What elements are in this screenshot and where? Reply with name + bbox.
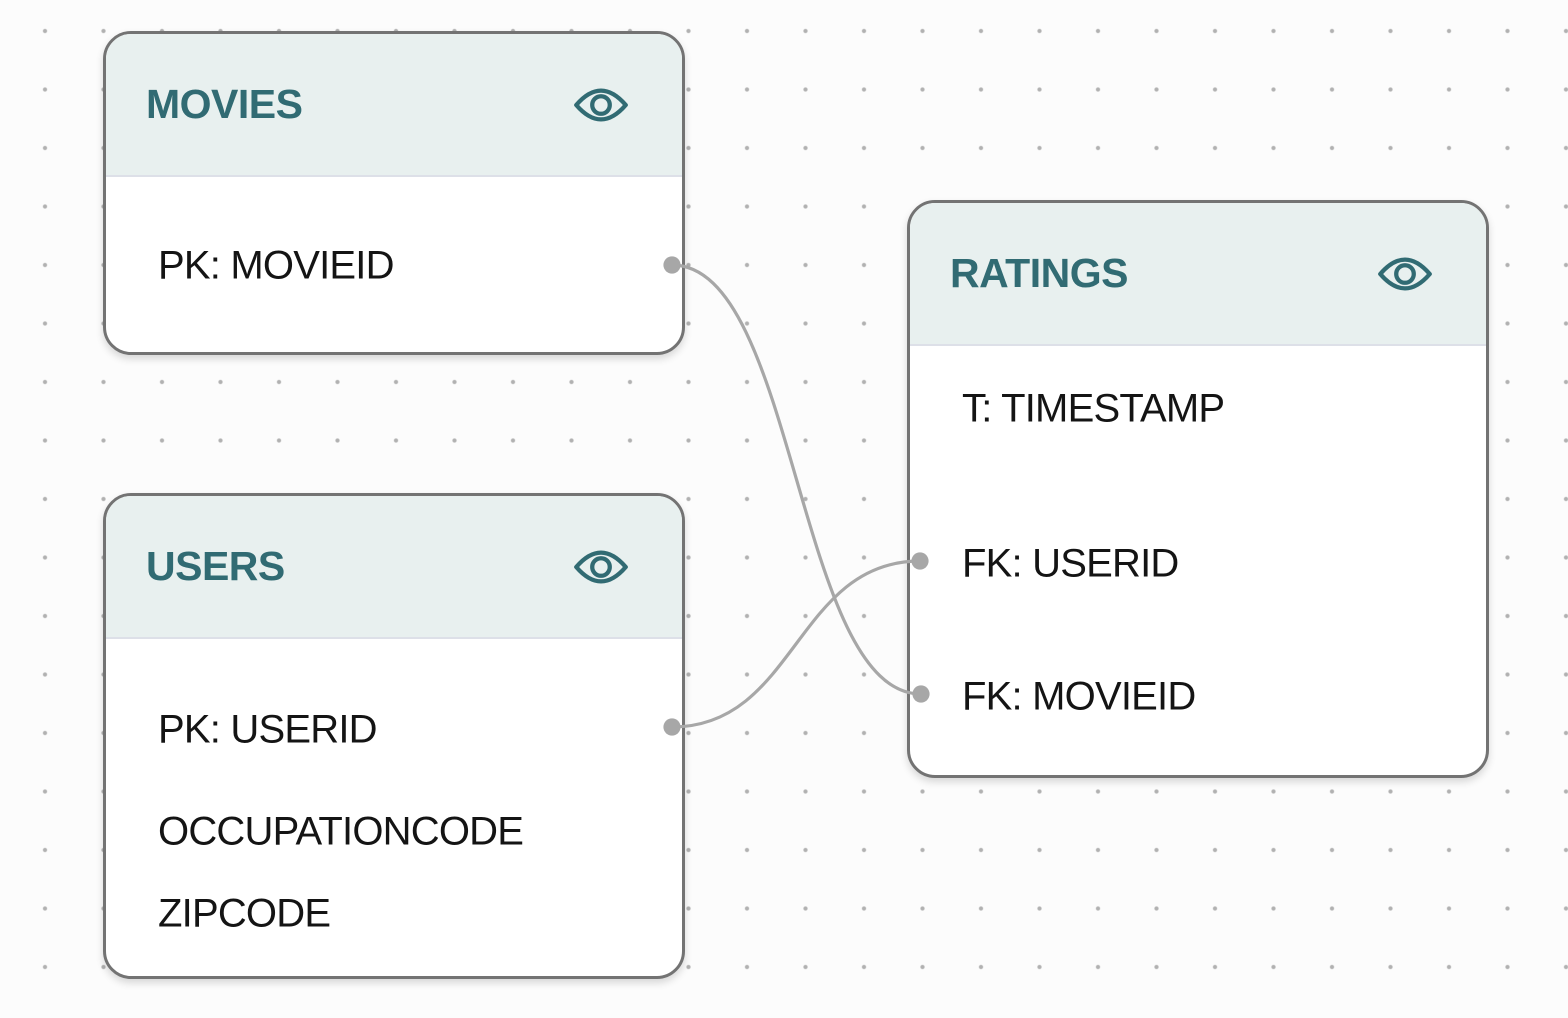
field-row[interactable]: OCCUPATIONCODE — [158, 809, 524, 854]
table-header[interactable]: RATINGS — [910, 203, 1486, 346]
field-row[interactable]: FK: USERID — [962, 541, 1179, 586]
eye-visibility-icon — [574, 87, 628, 122]
eye-visibility-icon — [1378, 256, 1432, 291]
table-node-users[interactable]: USERS PK: USERID OCCUPATIONCODE ZIPCODE — [103, 493, 685, 979]
table-title: MOVIES — [146, 81, 303, 127]
table-node-movies[interactable]: MOVIES PK: MOVIEID — [103, 31, 685, 355]
visibility-toggle-button[interactable] — [574, 548, 628, 586]
table-title: RATINGS — [950, 250, 1128, 296]
table-header[interactable]: MOVIES — [106, 34, 682, 177]
table-header[interactable]: USERS — [106, 496, 682, 639]
relationship-edge — [671, 263, 922, 696]
visibility-toggle-button[interactable] — [574, 86, 628, 124]
eye-visibility-icon — [574, 549, 628, 584]
field-row[interactable]: PK: MOVIEID — [158, 243, 395, 288]
relationship-edge — [671, 559, 921, 729]
field-row[interactable]: T: TIMESTAMP — [962, 386, 1225, 431]
table-title: USERS — [146, 543, 285, 589]
field-row[interactable]: ZIPCODE — [158, 891, 331, 936]
visibility-toggle-button[interactable] — [1378, 255, 1432, 293]
field-row[interactable]: FK: MOVIEID — [962, 674, 1196, 719]
table-node-ratings[interactable]: RATINGS T: TIMESTAMP FK: USERID FK: MOVIEID — [907, 200, 1489, 778]
field-row[interactable]: PK: USERID — [158, 707, 378, 752]
